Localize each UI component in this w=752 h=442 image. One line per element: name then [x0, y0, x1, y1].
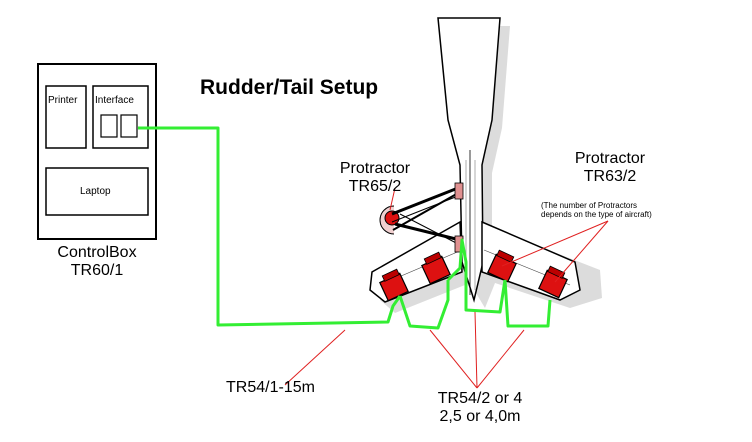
protractor-tr65-label: Protractor TR65/2: [330, 160, 420, 195]
protractor-tr65-assembly: [379, 182, 464, 253]
aircraft-shadow: [380, 26, 602, 313]
control-box-part-number: TR60/1: [70, 261, 124, 279]
interface-label: Interface: [95, 95, 134, 106]
cable-link-1: [398, 280, 450, 330]
rod-lower-1: [394, 222, 461, 242]
leader-tr54-2c: [476, 329, 525, 389]
cable-short-line-2: 2,5 or 4,0m: [439, 407, 521, 425]
protractor-count-note: (The number of Protractors depends on th…: [541, 201, 652, 220]
protractor-tr65-name: Protractor: [339, 160, 411, 177]
cable-short-line-1: TR54/2 or 4: [437, 390, 523, 407]
protractor-tr63-part-number: TR63/2: [583, 167, 637, 185]
note-line-2: depends on the type of aircraft): [541, 209, 652, 219]
cable-short-label: TR54/2 or 4 2,5 or 4,0m: [425, 390, 535, 425]
protractor-box-2: [421, 251, 451, 285]
protractor-tr63-label: Protractor TR63/2: [565, 150, 655, 185]
leader-tr54-2a: [429, 329, 478, 389]
control-box: [37, 63, 157, 240]
leader-tr54-1: [284, 329, 346, 386]
control-box-name: ControlBox: [57, 244, 137, 261]
interface-port-1: [100, 114, 118, 138]
cable-link-2: [446, 238, 507, 314]
leader-tr65: [389, 187, 396, 211]
laptop-slot: [45, 167, 149, 216]
note-line-1: (The number of Protractors: [541, 201, 638, 210]
cable-main-label: TR54/1-15m: [226, 379, 315, 396]
cables: [138, 126, 552, 330]
laptop-label: Laptop: [80, 186, 111, 197]
control-box-label: ControlBox TR60/1: [52, 244, 142, 279]
rod-cross: [392, 191, 461, 231]
rod-upper-1: [391, 186, 459, 216]
leader-tr63-2: [554, 220, 609, 283]
leader-lines: [284, 187, 609, 389]
protractor-box-1: [379, 268, 409, 302]
interface-port-2: [120, 114, 138, 138]
printer-label: Printer: [48, 95, 78, 106]
protractor-tr63-name: Protractor: [574, 150, 646, 167]
protractor-box-3: [487, 249, 517, 283]
fin-clamp-upper: [454, 182, 464, 200]
leader-tr63-1: [501, 220, 609, 267]
protractor-tr65-part-number: TR65/2: [348, 177, 402, 195]
leader-tr54-2b: [474, 311, 478, 389]
diagram-title: Rudder/Tail Setup: [200, 76, 379, 99]
cable-main: [138, 126, 402, 327]
vertical-fin: [437, 17, 501, 303]
printer-slot: [45, 85, 87, 149]
protractor-tr65-hub: [384, 210, 400, 226]
cable-link-3: [503, 279, 552, 328]
